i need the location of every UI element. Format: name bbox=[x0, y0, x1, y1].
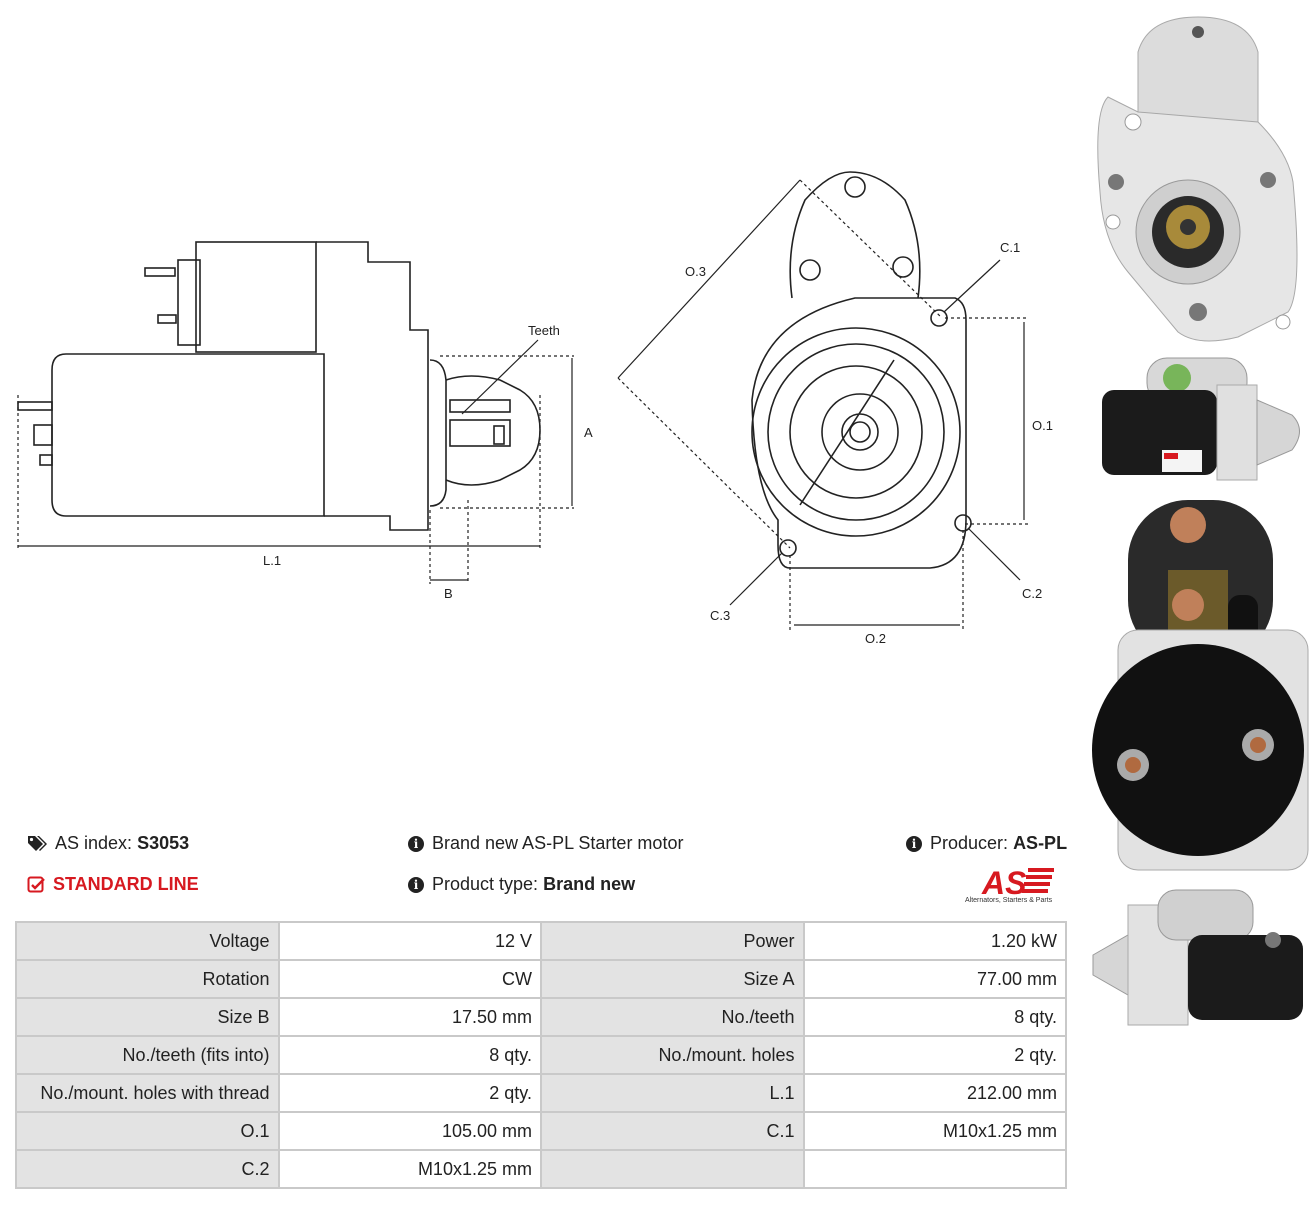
o2-label: O.2 bbox=[865, 631, 886, 646]
product-photo-front bbox=[1088, 12, 1308, 352]
product-photo-rear bbox=[1088, 500, 1313, 880]
c2-label: C.2 bbox=[1022, 586, 1042, 601]
as-index-label: AS index: bbox=[55, 833, 133, 853]
producer-row: i Producer: AS-PL bbox=[906, 833, 1067, 854]
spec-label: C.2 bbox=[15, 1149, 280, 1189]
spec-label: No./mount. holes bbox=[539, 1035, 805, 1075]
as-index-row: AS index: S3053 bbox=[27, 833, 189, 854]
spec-label: O.1 bbox=[15, 1111, 280, 1151]
table-row: No./teeth (fits into) 8 qty. No./mount. … bbox=[15, 1035, 1068, 1075]
logo-tagline: Alternators, Starters & Parts bbox=[965, 897, 1053, 904]
spec-value: 12 V bbox=[277, 921, 542, 961]
technical-drawing: Teeth A L.1 B O.3 C.1 O.1 C.2 C.3 O.2 bbox=[17, 171, 1053, 646]
spec-value: 8 qty. bbox=[277, 1035, 542, 1075]
spec-value: 77.00 mm bbox=[802, 959, 1068, 999]
product-title-row: i Brand new AS-PL Starter motor bbox=[408, 833, 683, 854]
spec-label: No./teeth (fits into) bbox=[15, 1035, 280, 1075]
c3-label: C.3 bbox=[710, 608, 730, 623]
c1-label: C.1 bbox=[1000, 240, 1020, 255]
table-row: Voltage 12 V Power 1.20 kW bbox=[15, 921, 1068, 961]
spec-value: M10x1.25 mm bbox=[802, 1111, 1068, 1151]
svg-text:AS: AS bbox=[981, 865, 1027, 901]
standard-line-label: STANDARD LINE bbox=[53, 874, 199, 894]
solenoid-outline bbox=[195, 241, 317, 353]
product-photo-side bbox=[1092, 350, 1312, 490]
checkbox-checked-icon bbox=[27, 876, 45, 894]
spec-value bbox=[802, 1149, 1068, 1189]
spec-label bbox=[539, 1149, 805, 1189]
teeth-label: Teeth bbox=[528, 323, 560, 338]
o1-label: O.1 bbox=[1032, 418, 1053, 433]
tags-icon bbox=[27, 835, 47, 853]
spec-label: Size B bbox=[15, 997, 280, 1037]
motor-body-outline bbox=[51, 353, 325, 517]
spec-value: M10x1.25 mm bbox=[277, 1149, 542, 1189]
as-pl-logo: AS bbox=[981, 865, 1054, 901]
size-a-label: A bbox=[584, 425, 593, 440]
producer-value: AS-PL bbox=[1013, 833, 1068, 853]
product-type-label: Product type: bbox=[432, 874, 539, 894]
standard-line-row: STANDARD LINE bbox=[27, 874, 199, 895]
product-type-row: i Product type: Brand new bbox=[408, 874, 635, 895]
info-icon: i bbox=[906, 835, 922, 852]
spec-label: No./teeth bbox=[539, 997, 805, 1037]
spec-label: Rotation bbox=[15, 959, 280, 999]
size-b-label: B bbox=[444, 586, 453, 601]
spec-value: 105.00 mm bbox=[277, 1111, 542, 1151]
spec-value: 8 qty. bbox=[802, 997, 1068, 1037]
info-icon: i bbox=[408, 876, 424, 893]
spec-value: 212.00 mm bbox=[802, 1073, 1068, 1113]
producer-label: Producer: bbox=[930, 833, 1009, 853]
info-icon: i bbox=[408, 835, 424, 852]
spec-label: No./mount. holes with thread bbox=[15, 1073, 280, 1113]
spec-value: 2 qty. bbox=[277, 1073, 542, 1113]
as-index-value: S3053 bbox=[137, 833, 190, 853]
table-row: Rotation CW Size A 77.00 mm bbox=[15, 959, 1068, 999]
spec-label: Size A bbox=[539, 959, 805, 999]
front-flange-outline bbox=[751, 297, 967, 569]
spec-label: Voltage bbox=[15, 921, 280, 961]
table-row: Size B 17.50 mm No./teeth 8 qty. bbox=[15, 997, 1068, 1037]
product-title: Brand new AS-PL Starter motor bbox=[432, 833, 684, 853]
table-row: C.2 M10x1.25 mm bbox=[15, 1149, 1068, 1189]
specifications-table: Voltage 12 V Power 1.20 kW Rotation CW S… bbox=[15, 921, 1068, 1189]
table-row: No./mount. holes with thread 2 qty. L.1 … bbox=[15, 1073, 1068, 1113]
product-photo-side-alt bbox=[1088, 885, 1313, 1035]
spec-label: L.1 bbox=[539, 1073, 805, 1113]
spec-value: 2 qty. bbox=[802, 1035, 1068, 1075]
table-row: O.1 105.00 mm C.1 M10x1.25 mm bbox=[15, 1111, 1068, 1151]
spec-value: 17.50 mm bbox=[277, 997, 542, 1037]
spec-value: CW bbox=[277, 959, 542, 999]
product-type-value: Brand new bbox=[543, 874, 636, 894]
spec-value: 1.20 kW bbox=[802, 921, 1068, 961]
spec-label: Power bbox=[539, 921, 805, 961]
o3-label: O.3 bbox=[685, 264, 706, 279]
spec-label: C.1 bbox=[539, 1111, 805, 1151]
l1-label: L.1 bbox=[263, 553, 281, 568]
